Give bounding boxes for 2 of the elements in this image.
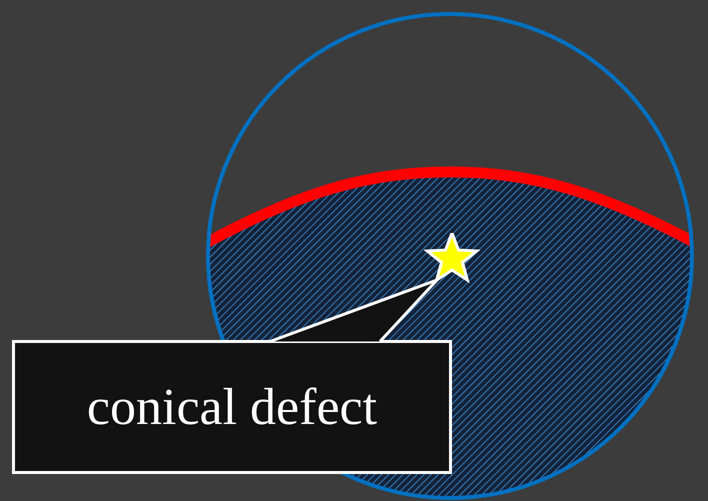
callout-text: conical defect [86, 378, 378, 436]
star-icon [424, 233, 480, 285]
